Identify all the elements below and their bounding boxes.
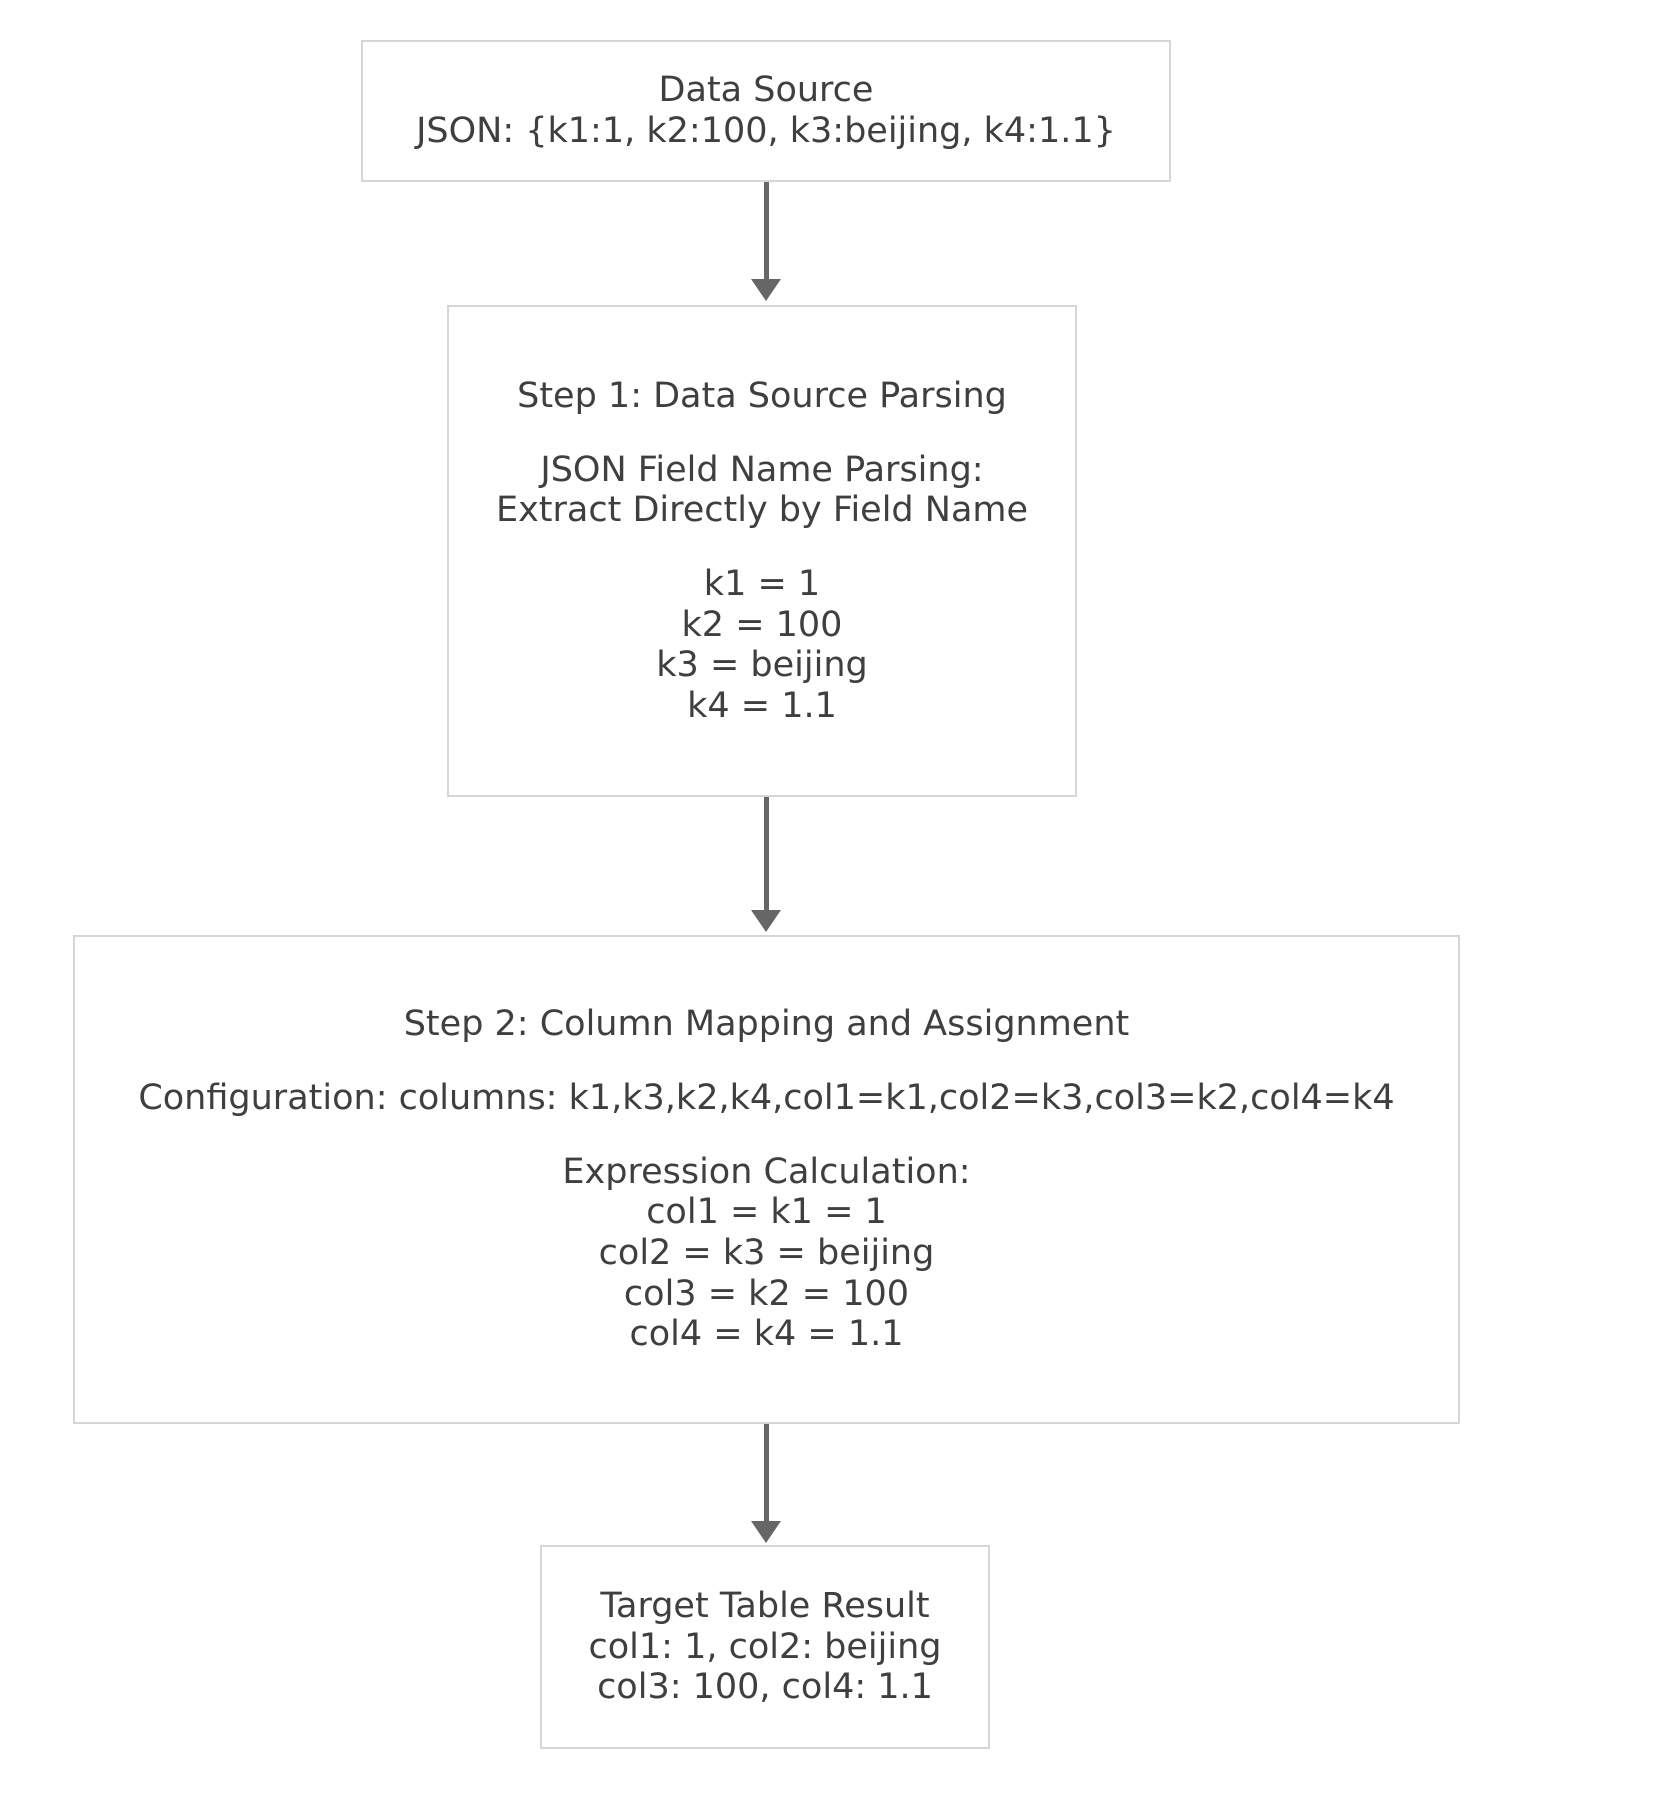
edge-line: [764, 1424, 769, 1524]
step-2-expression-col2: col2 = k3 = beijing: [598, 1233, 935, 1274]
step-2-configuration: Configuration: columns: k1,k3,k2,k4,col1…: [138, 1078, 1395, 1119]
step-2-expression-col4: col4 = k4 = 1.1: [629, 1314, 904, 1355]
step-1-field-k2: k2 = 100: [681, 604, 843, 645]
edge-line: [764, 797, 769, 913]
step-2-expression-header: Expression Calculation:: [562, 1151, 971, 1192]
result-row-1: col1: 1, col2: beijing: [588, 1626, 942, 1667]
arrowhead-icon: [751, 910, 781, 932]
target-table-result-node[interactable]: Target Table Result col1: 1, col2: beiji…: [540, 1545, 990, 1749]
step-1-field-k1: k1 = 1: [703, 563, 821, 604]
step-1-field-k3: k3 = beijing: [656, 645, 868, 686]
result-row-2: col3: 100, col4: 1.1: [597, 1667, 933, 1708]
step-1-subtitle-1: JSON Field Name Parsing:: [540, 449, 984, 490]
arrowhead-icon: [751, 279, 781, 301]
result-title: Target Table Result: [600, 1586, 930, 1627]
step-1-field-k4: k4 = 1.1: [687, 685, 837, 726]
data-source-json: JSON: {k1:1, k2:100, k3:beijing, k4:1.1}: [416, 111, 1116, 151]
step-2-expression-col3: col3 = k2 = 100: [623, 1273, 910, 1314]
step-2-title: Step 2: Column Mapping and Assignment: [403, 1004, 1130, 1045]
edge-line: [764, 182, 769, 282]
step-1-title: Step 1: Data Source Parsing: [517, 375, 1007, 416]
arrowhead-icon: [751, 1521, 781, 1543]
step-1-node[interactable]: Step 1: Data Source Parsing JSON Field N…: [447, 305, 1077, 797]
step-2-node[interactable]: Step 2: Column Mapping and Assignment Co…: [73, 935, 1460, 1424]
data-source-node[interactable]: Data Source JSON: {k1:1, k2:100, k3:beij…: [361, 40, 1171, 182]
step-2-expression-col1: col1 = k1 = 1: [646, 1192, 887, 1233]
data-source-title: Data Source: [658, 70, 874, 111]
step-1-subtitle-2: Extract Directly by Field Name: [495, 490, 1029, 531]
